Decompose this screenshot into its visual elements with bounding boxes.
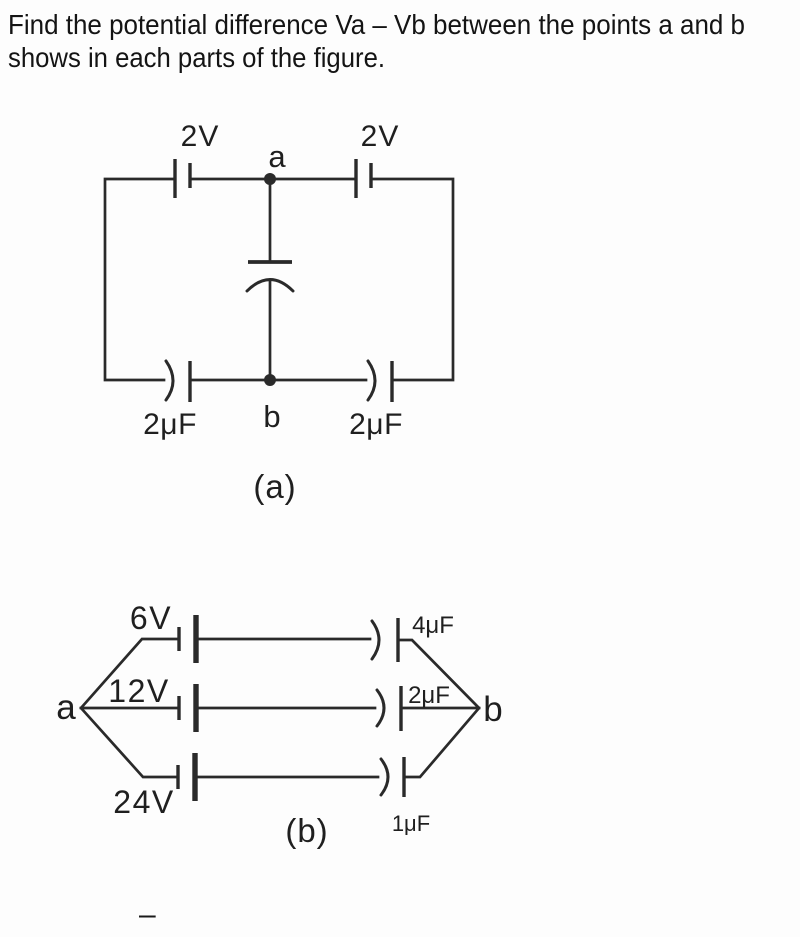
capacitor-bottom-label: 1μF bbox=[392, 811, 430, 836]
circuit-a: 2V 2V a b 2μF 2μF (a) bbox=[103, 120, 455, 505]
capacitor-symbol-middle bbox=[245, 260, 295, 293]
capacitor-curved-plate bbox=[366, 359, 377, 402]
circuit-b-caption: (b) bbox=[285, 812, 328, 849]
capacitor-curved-plate bbox=[375, 688, 386, 728]
node-dot-a bbox=[264, 173, 276, 185]
capacitor-curved-plate bbox=[370, 619, 381, 661]
node-b-label: b bbox=[483, 690, 502, 729]
node-b-label: b bbox=[263, 399, 280, 434]
footer-dash: – bbox=[139, 898, 156, 931]
problem-text-line2: shows in each parts of the figure. bbox=[8, 42, 385, 73]
battery-middle-label: 12V bbox=[108, 673, 169, 709]
problem-statement: Find the potential difference Va – Vb be… bbox=[8, 9, 745, 73]
capacitor-symbol-bottom-right bbox=[366, 359, 394, 402]
circuit-a-wires bbox=[103, 177, 455, 382]
capacitor-left-label: 2μF bbox=[143, 408, 197, 441]
capacitor-curved-plate bbox=[164, 359, 175, 402]
battery-symbol-bottom bbox=[176, 753, 198, 801]
capacitor-right-label: 2μF bbox=[349, 408, 403, 441]
problem-text-line1: Find the potential difference Va – Vb be… bbox=[8, 9, 745, 40]
node-dot-b bbox=[264, 374, 276, 386]
battery-symbol-right bbox=[354, 159, 373, 198]
capacitor-curved-plate bbox=[379, 757, 390, 797]
circuit-b-wires bbox=[79, 637, 481, 779]
battery-bottom-label: 24V bbox=[113, 784, 174, 820]
capacitor-curved-plate bbox=[245, 278, 295, 293]
battery-symbol-middle bbox=[177, 684, 199, 732]
circuit-b: a b 6V 12V 24V 4μF 2μF 1μF (b) bbox=[56, 600, 502, 849]
battery-top-label: 6V bbox=[130, 600, 172, 636]
capacitor-middle-label: 2μF bbox=[408, 682, 450, 709]
battery-left-label: 2V bbox=[181, 120, 220, 153]
capacitor-symbol-middle bbox=[375, 686, 403, 731]
battery-right-label: 2V bbox=[361, 120, 400, 153]
capacitor-symbol-bottom-left bbox=[164, 359, 192, 402]
capacitor-symbol-top bbox=[370, 618, 400, 662]
node-a-label: a bbox=[268, 139, 286, 174]
battery-symbol-left bbox=[173, 159, 192, 198]
node-a-label: a bbox=[56, 688, 76, 727]
capacitor-top-label: 4μF bbox=[412, 612, 454, 639]
battery-symbol-top bbox=[177, 615, 199, 663]
circuit-a-caption: (a) bbox=[253, 468, 296, 505]
capacitor-symbol-bottom bbox=[379, 757, 406, 797]
